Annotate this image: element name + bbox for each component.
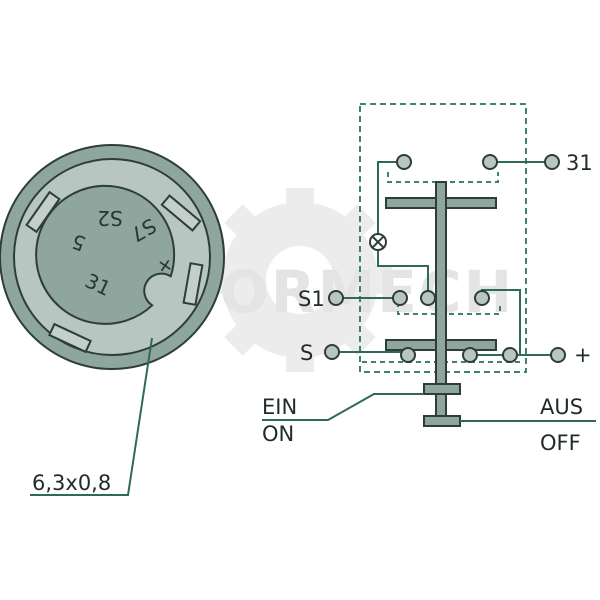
dimension-label: 6,3x0,8 [32,471,111,495]
terminal-contact [462,347,478,363]
position-label-off: OFF [540,431,581,455]
terminal-contact [324,344,340,360]
contact-terminals [324,154,566,363]
terminal-contact [482,154,498,170]
terminal-contact [328,290,344,306]
terminal-contact [502,347,518,363]
position-label-aus: AUS [540,395,583,419]
upper-contact-bracket [387,172,499,183]
round-connector: 5 S2 S7 + 31 6,3x0,8 [0,144,225,496]
terminal-contact [400,347,416,363]
terminal-contact [396,154,412,170]
gear-icon [208,188,392,372]
dimension-leader-line [30,337,153,496]
terminal-contact [474,290,490,306]
connector-insulator [35,184,176,325]
terminal-label-s1: S1 [298,287,325,311]
position-label-ein: EIN [262,395,297,419]
indicator-lamp-icon [369,233,387,251]
terminal-label-plus: + [574,343,592,367]
terminal-label-s: S [300,341,313,365]
terminal-label-31: 31 [566,151,593,175]
terminal-label-s2: S2 [97,206,122,230]
middle-contact-bracket [397,302,501,315]
pin-31 [48,322,92,354]
switch-positions: EIN ON AUS OFF [262,393,596,455]
switch-on-detent [423,383,461,395]
watermark-text: FORMECH [178,258,514,326]
terminal-contact [420,290,436,306]
terminal-contact [550,347,566,363]
connector-pins [25,190,204,354]
terminal-contact [544,154,560,170]
switch-housing-outline [359,103,527,373]
switch-off-detent [423,415,461,427]
pin-plus [182,262,204,306]
position-label-on: ON [262,422,294,446]
pin-s2 [160,194,202,232]
on-position-leader [262,393,424,421]
pin-5 [25,190,61,234]
watermark: FORMECH [178,188,514,372]
terminal-contact [392,290,408,306]
